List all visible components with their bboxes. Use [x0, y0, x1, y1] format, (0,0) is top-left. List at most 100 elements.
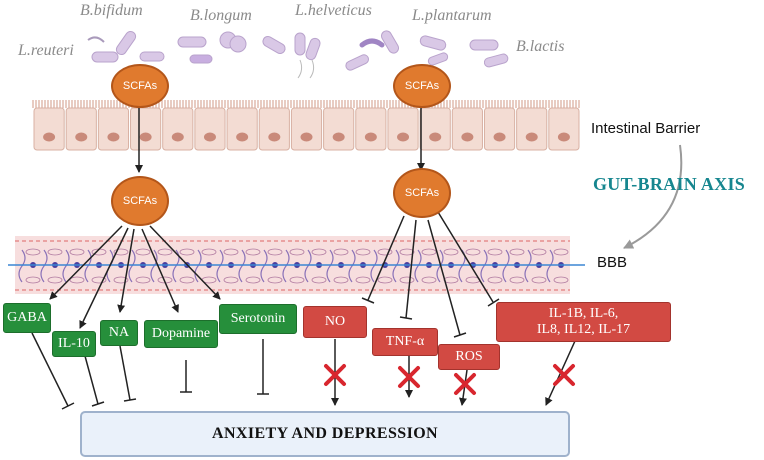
bbb-endothelial-cell: [135, 248, 151, 256]
inflam-box-no: NO: [303, 306, 367, 338]
bbb-astrocyte-process: [370, 249, 378, 283]
bbb-endothelial-cell: [333, 248, 349, 256]
bbb-astrocyte-process: [216, 249, 224, 283]
bbb-endothelial-cell: [69, 276, 85, 284]
scfa-node-top-left: SCFAs: [111, 64, 169, 108]
epithelial-cell: [323, 107, 355, 151]
cell-nucleus: [107, 132, 120, 142]
bbb-astrocyte-process: [436, 249, 444, 283]
bbb-astrocyte-process: [480, 249, 488, 283]
bbb-endothelial-cell: [69, 248, 85, 256]
cell-nucleus: [493, 132, 506, 142]
neuro-box-serotonin: Serotonin: [219, 304, 297, 334]
neuro-box-gaba: GABA: [3, 303, 51, 333]
bbb-astrocyte-process: [128, 249, 136, 283]
bbb-endothelial-cell: [223, 248, 239, 256]
bbb-astrocyte-process: [238, 249, 246, 283]
interleukins-line-1: IL-1B, IL-6,: [548, 305, 619, 321]
neuro-box-dopamine: Dopamine: [144, 320, 218, 348]
bbb-endothelial-cell: [377, 276, 393, 284]
bbb-astrocyte-process: [62, 249, 70, 283]
epithelial-cell: [387, 107, 419, 151]
bbb-astrocyte-process: [40, 249, 48, 283]
cell-nucleus: [268, 132, 281, 142]
bbb-astrocyte-process: [392, 249, 400, 283]
cell-nucleus: [300, 132, 313, 142]
bbb-endothelial-cell: [201, 248, 217, 256]
bacteria-label-b-lactis: B.lactis: [516, 38, 565, 55]
bbb-endothelial-cell: [135, 276, 151, 284]
scfa-node-mid-right: SCFAs: [393, 168, 451, 218]
bbb-endothelial-cell: [487, 248, 503, 256]
inflam-box-ros: ROS: [438, 344, 500, 370]
bacteria-label-b-longum: B.longum: [190, 7, 252, 24]
epithelial-cell: [258, 107, 290, 151]
epithelial-cell: [290, 107, 323, 151]
bbb-endothelial-cell: [289, 276, 305, 284]
cell-nucleus: [75, 132, 88, 142]
bbb-endothelial-cell: [399, 248, 415, 256]
bacteria-illustrations: [87, 30, 509, 79]
bbb-astrocyte-process: [260, 249, 268, 283]
bbb-endothelial-cell: [179, 248, 195, 256]
epithelial-cell: [97, 107, 130, 151]
bbb-endothelial-cell: [223, 276, 239, 284]
epithelial-cell: [194, 107, 226, 151]
bbb-astrocyte-process: [18, 249, 26, 283]
bacteria-label-b-bifidum: B.bifidum: [80, 2, 143, 19]
blocked-x-marks: [324, 364, 575, 395]
scfa-inhibition-lines: [361, 211, 500, 338]
cell-nucleus: [171, 132, 184, 142]
cell-nucleus: [43, 132, 56, 142]
cell-nucleus: [525, 132, 538, 142]
bacteria-label-l-helveticus: L.helveticus: [295, 2, 372, 19]
bbb-endothelial-cell: [553, 248, 569, 256]
bbb-endothelial-cell: [421, 248, 437, 256]
bbb-endothelial-cell: [311, 276, 327, 284]
epithelial-cell: [130, 107, 162, 151]
bbb-astrocyte-process: [502, 249, 510, 283]
epithelial-cell: [516, 107, 548, 151]
bbb-endothelial-cell: [487, 276, 503, 284]
scfa-to-neurotransmitter-arrows: [49, 225, 221, 329]
bbb-endothelial-cell: [113, 276, 129, 284]
inflam-box-interleukins: IL-1B, IL-6, IL8, IL12, IL-17: [496, 302, 671, 342]
bbb-astrocyte-process: [414, 249, 422, 283]
epithelial-cell: [548, 107, 580, 151]
epithelial-cell: [162, 107, 194, 151]
bbb-endothelial-cell: [157, 248, 173, 256]
bbb-astrocyte-process: [326, 249, 334, 283]
outcome-box-anxiety-depression: ANXIETY AND DEPRESSION: [80, 411, 570, 457]
epithelial-cell: [451, 107, 483, 151]
bbb-endothelial-cell: [553, 276, 569, 284]
bbb-astrocyte-process: [348, 249, 356, 283]
bbb-endothelial-cell: [245, 276, 261, 284]
gut-brain-axis-label: GUT-BRAIN AXIS: [593, 174, 746, 194]
bbb-endothelial-cell: [443, 248, 459, 256]
bbb-endothelial-cell: [25, 248, 41, 256]
bbb-endothelial-cell: [531, 276, 547, 284]
bbb-endothelial-cell: [25, 276, 41, 284]
intestinal-barrier-cells: [32, 100, 580, 151]
bbb-endothelial-cell: [465, 248, 481, 256]
bbb-endothelial-cell: [311, 248, 327, 256]
epithelial-cell: [355, 107, 387, 151]
cell-nucleus: [397, 132, 410, 142]
cell-nucleus: [557, 132, 570, 142]
cell-nucleus: [429, 132, 442, 142]
bbb-endothelial-cell: [267, 276, 283, 284]
bacteria-label-l-reuteri: L.reuteri: [18, 42, 74, 59]
bbb-endothelial-cell: [113, 248, 129, 256]
bbb-astrocyte-process: [194, 249, 202, 283]
bbb-endothelial-cell: [47, 276, 63, 284]
cell-nucleus: [332, 132, 345, 142]
bbb-endothelial-cell: [333, 276, 349, 284]
inflam-box-tnf-alpha: TNF-α: [372, 328, 438, 356]
cell-nucleus: [236, 132, 249, 142]
epithelial-cell: [65, 107, 97, 151]
bbb-endothelial-cell: [91, 276, 107, 284]
bbb-endothelial-cell: [509, 248, 525, 256]
bbb-endothelial-cell: [355, 276, 371, 284]
cell-nucleus: [139, 132, 152, 142]
